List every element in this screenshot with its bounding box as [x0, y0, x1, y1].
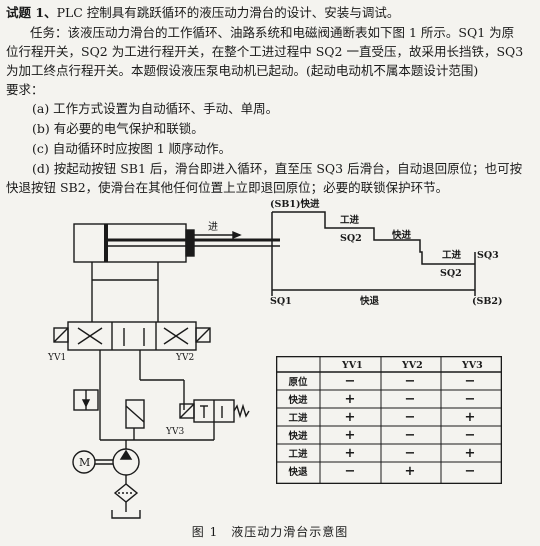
table-row-label: 原位 [288, 376, 308, 388]
label-yv3: YV3 [165, 427, 184, 437]
table-cell: − [405, 428, 416, 443]
advance-arrow-label: 进 [208, 221, 218, 233]
requirement-d: (d) 按起动按钮 SB1 后，滑台即进入循环，直至压 SQ3 后滑台，自动退回… [32, 161, 523, 176]
table-cell: − [405, 392, 416, 407]
table-cell: + [345, 410, 356, 425]
return-label: 快退 [360, 295, 380, 306]
sb1-fast-label: (SB1)快进 [270, 198, 320, 210]
sq1-label: SQ1 [270, 296, 292, 306]
requirement-a: (a) 工作方式设置为自动循环、手动、单周。 [32, 101, 279, 116]
table-cell: + [345, 446, 356, 461]
table-row: 工进 + − + [288, 446, 475, 461]
table-cell: − [465, 392, 476, 407]
problem-title-text: PLC 控制具有跳跃循环的液压动力滑台的设计、安装与调试。 [56, 5, 400, 20]
work1-label: 工进 [340, 214, 360, 226]
table-cell: + [345, 392, 356, 407]
table-cell: − [345, 464, 356, 479]
motor-label: M [79, 456, 90, 469]
table-row-label: 快进 [288, 430, 308, 442]
table-header-row: YV1 YV2 YV3 [341, 360, 483, 371]
hydraulic-cylinder [73, 223, 187, 263]
solenoid-state-table: YV1 YV2 YV3 原位 − − − 快进 + − − 工进 + − + 快进 + − − 工进 + − + 快退 −… [276, 356, 502, 484]
table-cell: − [345, 374, 356, 389]
work-cycle-diagram: (SB1)快进 工进 SQ2 快进 工进 SQ3 SQ2 SQ1 快退 (SB2… [270, 198, 503, 306]
sq3-label: SQ3 [477, 250, 499, 261]
requirement-c: (c) 自动循环时应按图 1 顺序动作。 [32, 141, 232, 156]
table-cell: + [405, 464, 416, 479]
requirements-heading: 要求： [6, 82, 44, 97]
header-yv2: YV2 [401, 360, 423, 371]
table-cell: − [465, 464, 476, 479]
table-cell: − [465, 428, 476, 443]
requirement-b: (b) 有必要的电气保护和联锁。 [32, 121, 204, 136]
fast2-label: 快进 [392, 229, 412, 241]
problem-title: 试题 1、PLC 控制具有跳跃循环的液压动力滑台的设计、安装与调试。 [6, 4, 536, 22]
sq2-label-1: SQ2 [340, 233, 362, 244]
oil-tank [111, 510, 141, 519]
table-cell: − [465, 374, 476, 389]
header-yv1: YV1 [341, 360, 363, 371]
motor [72, 450, 96, 474]
table-row-label: 快进 [288, 394, 308, 406]
hydraulic-schematic: 进 YV1 YV2 [47, 221, 280, 519]
label-yv2: YV2 [175, 353, 194, 363]
sb2-label: (SB2) [472, 296, 503, 306]
cycle-path [272, 211, 475, 265]
table-row-label: 工进 [288, 448, 308, 460]
work2-label: 工进 [442, 249, 462, 261]
task-line-1: 任务：该液压动力滑台的工作循环、油路系统和电磁阀通断表如下图 1 所示。SQ1 … [30, 25, 515, 40]
table-cell: + [465, 410, 476, 425]
table-cell: + [345, 428, 356, 443]
figure-caption: 图 1 液压动力滑台示意图 [191, 525, 349, 539]
valve-spring [233, 403, 250, 419]
task-line-3: 为加工终点行程开关。本题假设液压泵电动机已起动。(起动电动机不属本题设计范围) [6, 63, 479, 78]
table-row: 工进 + − + [288, 410, 475, 425]
solenoid-yv3 [179, 403, 195, 419]
table-row: 原位 − − − [288, 374, 475, 389]
sq2-label-2: SQ2 [440, 268, 462, 279]
label-yv1: YV1 [47, 353, 66, 363]
header-yv3: YV3 [461, 360, 483, 371]
table-row-label: 快退 [288, 466, 308, 478]
problem-number: 试题 1、 [6, 5, 57, 20]
table-cell: + [465, 446, 476, 461]
requirement-d-continued: 快退按钮 SB2，使滑台在其他任何位置上立即退回原位；必要的联锁保护环节。 [6, 180, 449, 195]
table-row: 快进 + − − [288, 428, 475, 443]
table-row: 快进 + − − [288, 392, 475, 407]
table-cell: − [405, 410, 416, 425]
solenoid-yv2 [195, 327, 211, 343]
throttle-valve [125, 399, 145, 429]
table-cell: − [405, 446, 416, 461]
task-line-2: 位行程开关，SQ2 为工进行程开关，在整个工进过程中 SQ2 一直受压，故采用长… [6, 44, 524, 59]
table-row: 快退 − + − [288, 464, 475, 479]
table-row-label: 工进 [288, 412, 308, 424]
table-cell: − [405, 374, 416, 389]
solenoid-yv1 [53, 327, 69, 343]
